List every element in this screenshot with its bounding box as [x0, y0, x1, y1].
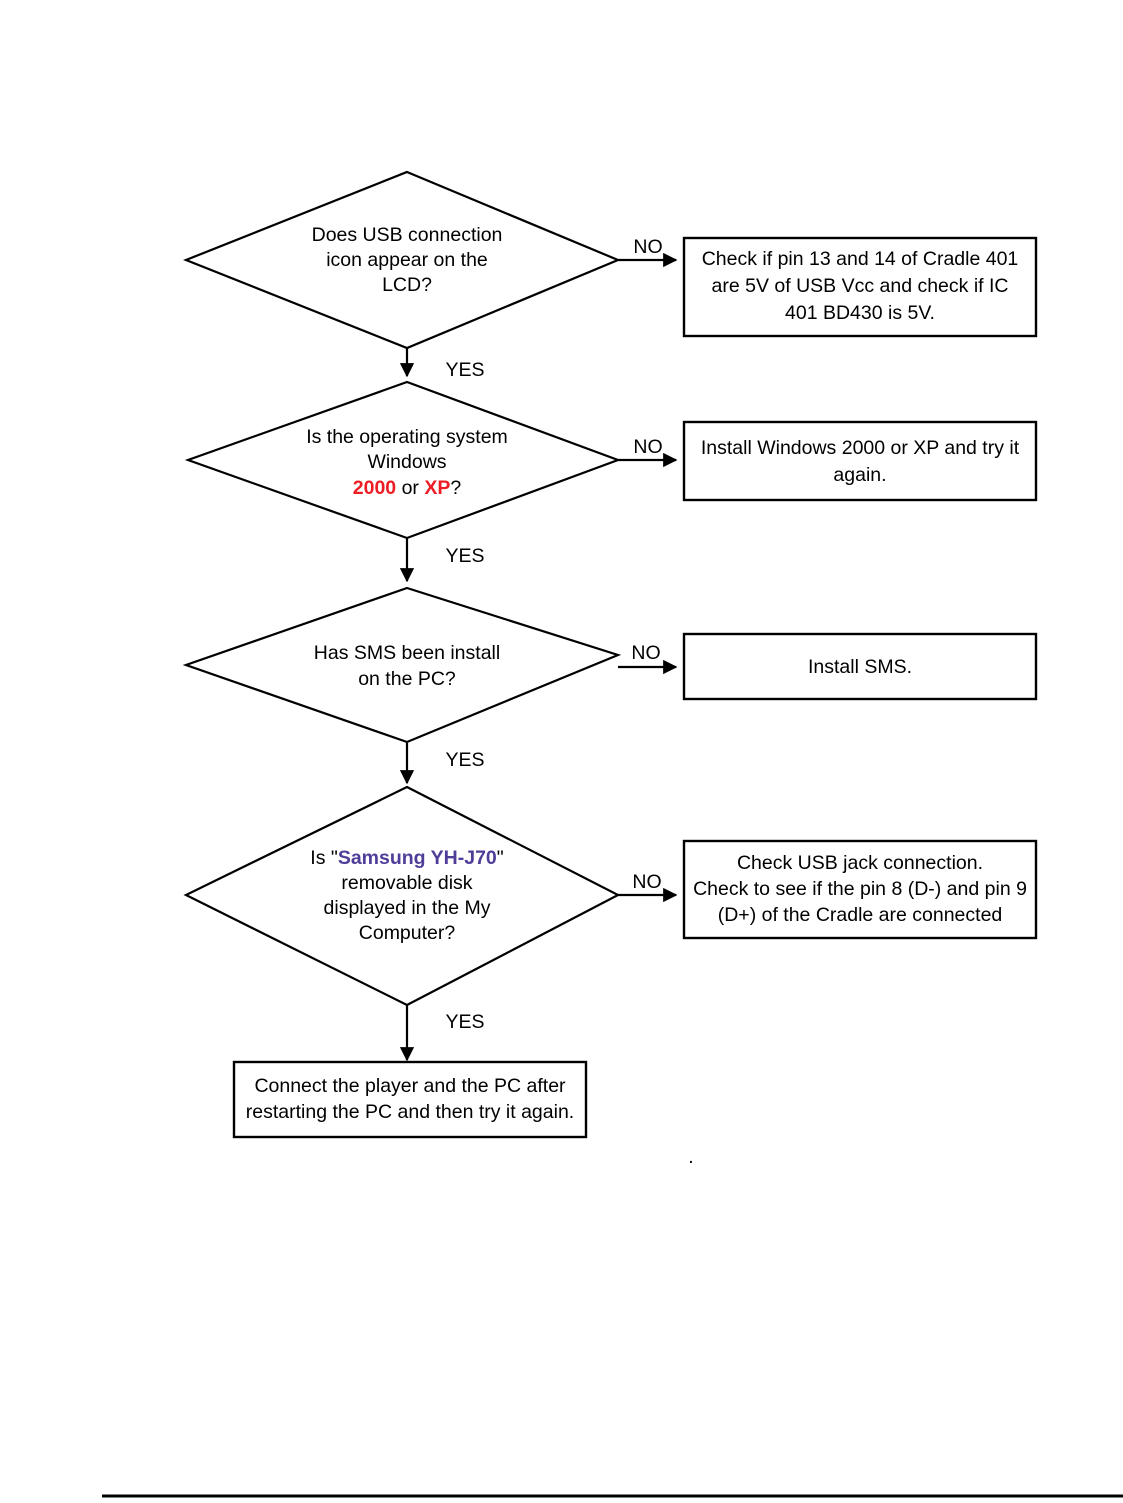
process-4-line-1: Check USB jack connection.: [737, 852, 983, 874]
edge-d2-to-p2: NO: [618, 436, 678, 468]
process-box-shape: [682, 236, 1038, 338]
os-conjunction: or: [396, 477, 424, 499]
decision-3-line-1: Has SMS been install: [314, 642, 500, 664]
decision-2-line-1: Is the operating system: [306, 426, 508, 448]
process-box-shape: [682, 839, 1038, 940]
edge-label-yes-1: YES: [445, 359, 484, 381]
decision-2-line-2: Windows: [367, 451, 446, 473]
stray-period-mark: .: [688, 1146, 693, 1168]
process-box-shape: [682, 632, 1038, 701]
os-question-mark: ?: [450, 477, 461, 499]
decision-node-operating-system[interactable]: Is the operating system Windows 2000 or …: [184, 380, 622, 540]
decision-3-line-2: on the PC?: [358, 668, 456, 690]
edge-d3-to-d4: YES: [399, 742, 485, 785]
decision-4-line-4: Computer?: [359, 922, 456, 944]
os-version-2000: 2000: [353, 477, 397, 499]
edge-d2-to-d3: YES: [399, 538, 485, 583]
process-node-install-sms[interactable]: Install SMS.: [682, 632, 1038, 701]
process-4-line-2: Check to see if the pin 8 (D-) and pin 9: [693, 878, 1027, 900]
decision-4-line-1: Is "Samsung YH-J70": [310, 847, 503, 869]
decision-node-sms-installed[interactable]: Has SMS been install on the PC?: [182, 586, 622, 744]
decision-1-line-3: LCD?: [382, 274, 432, 296]
process-4-line-3: (D+) of the Cradle are connected: [718, 904, 1003, 926]
decision-diamond-shape: [183, 785, 621, 1007]
edge-label-no-2: NO: [633, 436, 662, 458]
process-2-line-1: Install Windows 2000 or XP and try it: [701, 437, 1020, 459]
device-name: Samsung YH-J70: [338, 847, 497, 869]
edge-d4-to-p5: YES: [399, 1005, 485, 1062]
decision-4-line-2: removable disk: [341, 872, 472, 894]
process-5-line-1: Connect the player and the PC after: [254, 1075, 566, 1097]
os-version-xp: XP: [424, 477, 450, 499]
edge-label-yes-2: YES: [445, 545, 484, 567]
edge-d3-to-p3: NO: [618, 642, 678, 675]
process-node-check-usb-jack[interactable]: Check USB jack connection. Check to see …: [682, 839, 1038, 940]
quote-close: ": [497, 847, 504, 869]
process-5-line-2: restarting the PC and then try it again.: [246, 1101, 574, 1123]
process-1-line-2: are 5V of USB Vcc and check if IC: [712, 275, 1009, 297]
process-box-shape: [232, 1060, 588, 1139]
process-1-line-3: 401 BD430 is 5V.: [785, 302, 935, 324]
edge-label-no-1: NO: [633, 236, 662, 258]
process-2-line-2: again.: [833, 464, 886, 486]
process-node-install-windows[interactable]: Install Windows 2000 or XP and try it ag…: [682, 420, 1038, 502]
decision-diamond-shape: [182, 586, 622, 744]
decision-1-line-2: icon appear on the: [326, 249, 488, 271]
edge-d4-to-p4: NO: [618, 871, 678, 903]
process-3-line-1: Install SMS.: [808, 656, 912, 678]
process-1-line-1: Check if pin 13 and 14 of Cradle 401: [702, 248, 1019, 270]
process-node-reconnect-player[interactable]: Connect the player and the PC after rest…: [232, 1060, 588, 1139]
edge-label-yes-4: YES: [445, 1011, 484, 1033]
decision-2-line-3: 2000 or XP?: [353, 477, 462, 499]
edge-label-yes-3: YES: [445, 749, 484, 771]
edge-d1-to-p1: NO: [618, 236, 678, 268]
process-box-shape: [682, 420, 1038, 502]
decision-node-removable-disk[interactable]: Is "Samsung YH-J70" removable disk displ…: [183, 785, 621, 1007]
decision-node-usb-icon[interactable]: Does USB connection icon appear on the L…: [183, 170, 621, 350]
edge-d1-to-d2: YES: [399, 348, 485, 381]
quote-open: Is ": [310, 847, 338, 869]
edge-label-no-4: NO: [632, 871, 661, 893]
process-node-check-cradle-pins[interactable]: Check if pin 13 and 14 of Cradle 401 are…: [682, 236, 1038, 338]
edge-label-no-3: NO: [631, 642, 660, 664]
decision-4-line-3: displayed in the My: [324, 897, 491, 919]
decision-1-line-1: Does USB connection: [312, 224, 503, 246]
